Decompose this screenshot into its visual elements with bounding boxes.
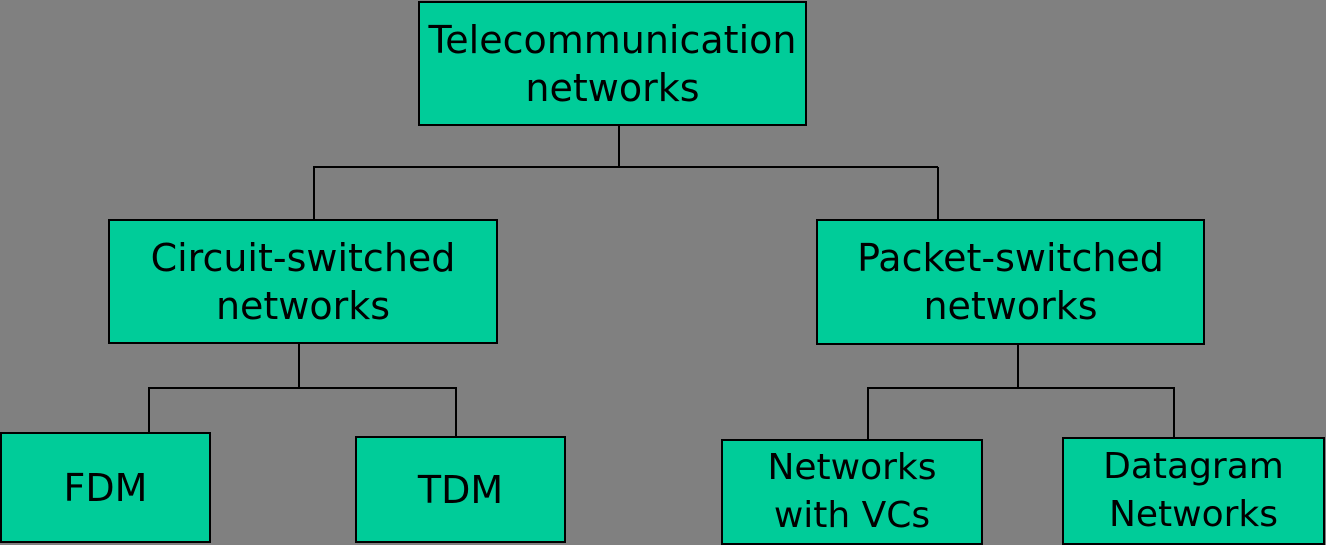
node-label: Telecommunication networks <box>428 17 797 110</box>
node-tdm: TDM <box>355 436 566 543</box>
node-label: Circuit-switched networks <box>150 235 456 328</box>
node-label: Packet-switched networks <box>857 236 1164 328</box>
node-fdm: FDM <box>0 432 211 543</box>
node-circuit-switched-networks: Circuit-switched networks <box>108 219 498 344</box>
node-telecommunication-networks: Telecommunication networks <box>418 1 807 126</box>
node-label: TDM <box>417 467 504 512</box>
node-networks-with-vcs: Networks with VCs <box>721 439 983 545</box>
node-packet-switched-networks: Packet-switched networks <box>816 219 1205 345</box>
node-label: Datagram Networks <box>1103 446 1284 535</box>
node-label: FDM <box>63 465 148 510</box>
node-datagram-networks: Datagram Networks <box>1062 437 1325 545</box>
node-label: Networks with VCs <box>767 447 937 536</box>
